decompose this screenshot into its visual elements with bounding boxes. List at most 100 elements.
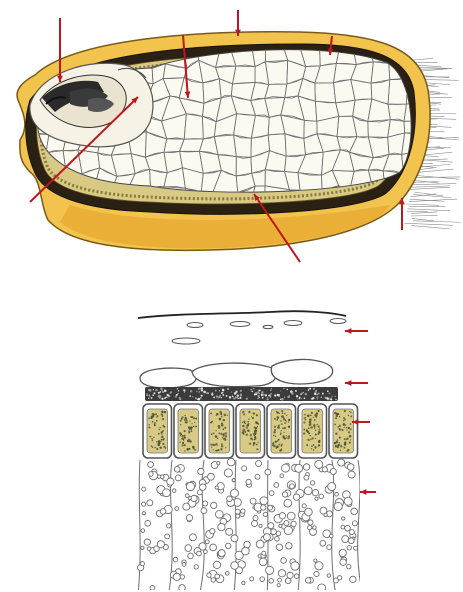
- starch-granule: [183, 503, 190, 510]
- testa-dot: [287, 389, 289, 391]
- starch-granule: [201, 508, 207, 514]
- aleurone-granule: [215, 435, 218, 438]
- aleurone-granule: [161, 415, 163, 417]
- testa-dot: [149, 396, 150, 397]
- aleurone-granule: [274, 418, 276, 420]
- starch-granule: [174, 466, 180, 472]
- starch-granule: [224, 469, 232, 477]
- testa-dot: [261, 394, 263, 396]
- starch-granule: [266, 566, 274, 574]
- testa-dot: [164, 397, 166, 399]
- starch-granule: [338, 459, 345, 466]
- testa-dot: [201, 389, 203, 391]
- starch-granule: [211, 578, 215, 582]
- testa-dot: [240, 390, 242, 392]
- testa-dot: [197, 399, 198, 400]
- aleurone-granule: [247, 421, 249, 423]
- aleurone-granule: [280, 433, 282, 435]
- aleurone-granule: [348, 415, 349, 416]
- starchy-cell-wall: [332, 460, 336, 592]
- starch-granule: [279, 524, 282, 527]
- starch-granule: [327, 545, 332, 550]
- aleurone-granule: [284, 437, 286, 439]
- aleurone-granule: [275, 446, 277, 448]
- outer-cuticle: [138, 311, 346, 318]
- starch-granule: [149, 472, 154, 477]
- starch-granule: [305, 508, 313, 516]
- aleurone-granule: [151, 438, 153, 440]
- starch-granule: [304, 487, 312, 495]
- starch-granule: [315, 562, 323, 570]
- testa-dot: [201, 395, 203, 397]
- aleurone-granule: [282, 427, 284, 429]
- starch-granule: [165, 534, 170, 539]
- starch-granule: [337, 576, 341, 580]
- aleurone-granule: [251, 416, 252, 417]
- starch-granule: [313, 526, 317, 530]
- aleurone-granule: [248, 411, 250, 413]
- aleurone-granule: [316, 414, 318, 416]
- starchy-tissue: [138, 458, 363, 592]
- testa-dot: [270, 390, 271, 391]
- testa-dot: [314, 393, 316, 395]
- testa-dot: [299, 398, 301, 400]
- starch-granule: [262, 551, 266, 555]
- aleurone-granule: [348, 427, 350, 429]
- aleurone-granule: [306, 430, 308, 432]
- aleurone-granule: [309, 421, 311, 423]
- aleurone-granule: [184, 430, 186, 432]
- testa-dot: [268, 395, 270, 397]
- aleurone-granule: [163, 446, 165, 448]
- aleurone-granule: [196, 418, 197, 419]
- testa-dot: [258, 395, 260, 397]
- hair-strand: [413, 58, 433, 60]
- aleurone-granule: [314, 446, 316, 448]
- hair-strand: [408, 187, 450, 189]
- hair-strand: [406, 204, 439, 205]
- testa-dot: [226, 395, 228, 397]
- starch-granule: [242, 466, 247, 471]
- starch-granule: [315, 497, 318, 500]
- aleurone-granule: [163, 438, 164, 439]
- aleurone-granule: [152, 440, 153, 441]
- starch-granule: [280, 474, 284, 478]
- aleurone-granule: [249, 443, 251, 445]
- starch-granule: [347, 464, 354, 471]
- aleurone-granule: [254, 429, 257, 432]
- starch-granule: [320, 540, 326, 546]
- starchy-cell-wall: [138, 460, 140, 592]
- starch-granule: [141, 546, 144, 549]
- testa-dot: [216, 395, 218, 397]
- testa-dot: [270, 396, 271, 397]
- starch-granule: [314, 571, 319, 576]
- testa-dot: [326, 397, 329, 400]
- aleurone-granule: [314, 427, 316, 429]
- testa-dot: [252, 391, 254, 393]
- starch-granule: [213, 561, 220, 568]
- aleurone-granule: [346, 429, 347, 430]
- testa-dot: [250, 389, 252, 391]
- starch-granule: [340, 559, 346, 565]
- testa-dot: [183, 389, 184, 390]
- aleurone-granule: [343, 417, 345, 419]
- aleurone-granule: [273, 435, 275, 437]
- testa-dot: [253, 388, 255, 390]
- aleurone-granule: [161, 439, 163, 441]
- aleurone-granule: [184, 450, 186, 452]
- starch-granule: [334, 502, 342, 510]
- testa-dot: [198, 388, 200, 390]
- aleurone-granule: [284, 422, 286, 424]
- testa-dot: [258, 393, 260, 395]
- starch-granule: [350, 576, 356, 582]
- aleurone-granule: [311, 412, 313, 414]
- testa-dot: [271, 388, 272, 389]
- aleurone-granule: [345, 424, 346, 425]
- starch-granule: [210, 544, 217, 551]
- starch-granule: [349, 530, 354, 535]
- testa-dot: [164, 390, 167, 393]
- starch-granule: [269, 491, 274, 496]
- starch-granule: [347, 564, 351, 568]
- starch-granule: [264, 534, 271, 541]
- aleurone-granule: [156, 416, 157, 417]
